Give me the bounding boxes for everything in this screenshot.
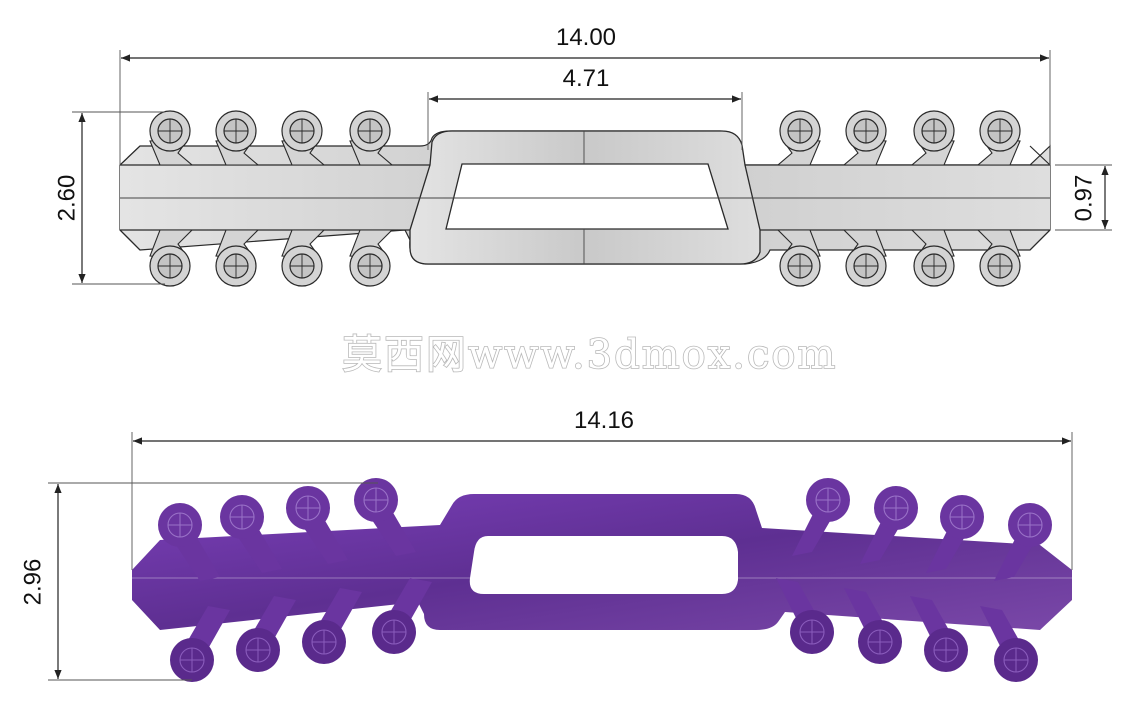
top-right-end (1029, 145, 1051, 251)
top-hook-cross (358, 119, 382, 143)
bottom-hook-cross (950, 505, 974, 529)
dim-top-length-label: 14.00 (556, 24, 616, 51)
bottom-hook-cross (382, 620, 406, 644)
top-hook-cross (290, 119, 314, 143)
bottom-hook-cross (168, 513, 192, 537)
top-hook-cross (158, 254, 182, 278)
dimensions: 14.00 4.71 2.60 0.97 14.16 2.96 (19, 24, 1112, 681)
dim-bottom-height-label: 2.96 (19, 559, 46, 606)
bottom-hooks (158, 478, 1052, 682)
bottom-hook-cross (180, 648, 204, 672)
bottom-hook-cross (312, 630, 336, 654)
bottom-hook-cross (800, 620, 824, 644)
bottom-view-part (132, 478, 1072, 682)
bottom-hook-cross (816, 488, 840, 512)
top-band-outline (120, 164, 1050, 231)
dim-window-length-label: 4.71 (563, 65, 610, 92)
top-hook-cross (988, 254, 1012, 278)
top-center-window (445, 163, 729, 230)
top-hook-cross (922, 254, 946, 278)
bottom-hook-cross (884, 496, 908, 520)
bottom-hook-cross (230, 505, 254, 529)
top-hooks (149, 110, 1021, 287)
top-hook-cross (922, 119, 946, 143)
bottom-hook-cross (296, 496, 320, 520)
top-hook-cross (224, 119, 248, 143)
dim-top-height-label: 2.60 (53, 175, 80, 222)
top-hook-cross (988, 119, 1012, 143)
watermark-text: 莫西网www.3dmox.com (342, 332, 837, 378)
bottom-hook-cross (934, 638, 958, 662)
bottom-hook-cross (868, 630, 892, 654)
top-hook-cross (290, 254, 314, 278)
top-hook-cross (158, 119, 182, 143)
top-view-part (119, 110, 1051, 287)
dim-bottom-length-label: 14.16 (574, 407, 634, 434)
top-hook-cross (358, 254, 382, 278)
bottom-hook-cross (1004, 648, 1028, 672)
bottom-window (469, 536, 738, 594)
bottom-hook-cross (246, 638, 270, 662)
top-hook-cross (788, 119, 812, 143)
top-left-end (119, 145, 141, 251)
dim-band-height-label: 0.97 (1070, 175, 1097, 222)
top-hook-cross (788, 254, 812, 278)
bottom-hook-cross (1018, 513, 1042, 537)
top-hook-cross (224, 254, 248, 278)
top-hook-cross (854, 119, 878, 143)
bottom-hook-cross (364, 488, 388, 512)
top-hook-cross (854, 254, 878, 278)
